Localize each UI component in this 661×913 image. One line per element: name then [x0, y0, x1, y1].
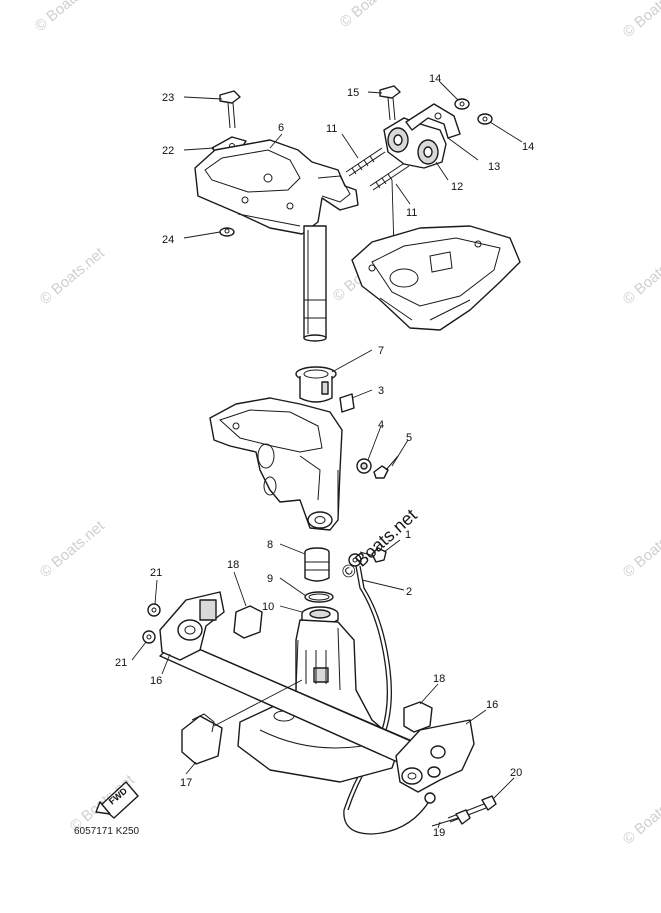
nut-21-lower: [142, 630, 156, 644]
nut-21-upper: [147, 603, 161, 617]
engine-base-housing: [351, 225, 521, 331]
callout-18-right: 18: [433, 673, 445, 685]
bushing-7: [295, 366, 337, 403]
bolt-20: [447, 795, 497, 823]
nut-14-right: [477, 113, 493, 125]
block-17: [181, 713, 223, 765]
mount-12: [383, 117, 447, 169]
clamp-bracket-16-left: [159, 591, 225, 661]
callout-17: 17: [180, 777, 192, 789]
plate-3: [339, 393, 355, 413]
steering-shaft: [303, 225, 327, 342]
watermark: © Boats.net: [32, 0, 104, 35]
callout-21-lower: 21: [115, 657, 127, 669]
callout-group: 23 22 24 6 11 11 15 14 14 13 12 7 3 4 5 …: [115, 73, 534, 839]
nut-24: [219, 227, 235, 237]
center-watermark: © Boats.net: [337, 505, 420, 583]
watermark: © Boats.net: [337, 0, 409, 31]
bolt-23: [219, 90, 241, 129]
pad-18-right: [403, 701, 433, 733]
bolt-15: [379, 85, 401, 121]
swivel-bracket: [209, 397, 343, 531]
watermark: © Boats.net: [37, 244, 109, 308]
callout-10: 10: [262, 601, 274, 613]
callout-11-upper: 11: [326, 123, 337, 135]
fwd-marker: FWD: [95, 781, 139, 819]
callout-2: 2: [406, 586, 412, 598]
bolt-5: [373, 455, 399, 479]
spacer-8: [304, 547, 330, 582]
watermark: © Boats.net: [620, 517, 661, 581]
callout-16-right: 16: [486, 699, 498, 711]
callout-4: 4: [378, 419, 384, 431]
watermark: © Boats.net: [620, 784, 661, 848]
callout-3: 3: [378, 385, 384, 397]
bracket-13: [405, 103, 479, 161]
bolt-19: [431, 809, 471, 827]
grommet-4: [356, 458, 372, 474]
o-ring-9: [304, 591, 334, 603]
watermark: © Boats.net: [620, 244, 661, 308]
pad-18-left: [233, 605, 263, 639]
callout-18-left: 18: [227, 559, 239, 571]
callout-16-left: 16: [150, 675, 162, 687]
callout-14-right: 14: [522, 141, 534, 153]
callout-22: 22: [162, 145, 174, 157]
watermark: © Boats.net: [620, 0, 661, 41]
bolt-1: [359, 547, 387, 563]
callout-24: 24: [162, 234, 174, 246]
leader-lines: [131, 81, 523, 829]
callout-23: 23: [162, 92, 174, 104]
callout-13: 13: [488, 161, 500, 173]
callout-8: 8: [267, 539, 273, 551]
callout-21-upper: 21: [150, 567, 162, 579]
callout-14-upper: 14: [429, 73, 441, 85]
callout-9: 9: [267, 573, 273, 585]
callout-12: 12: [451, 181, 463, 193]
drawing-code: 6057171 K250: [74, 826, 140, 837]
callout-7: 7: [378, 345, 384, 357]
callout-6: 6: [278, 122, 284, 134]
callout-19: 19: [433, 827, 445, 839]
callout-1: 1: [405, 529, 411, 541]
stud-11-upper: [345, 147, 386, 177]
callout-11-lower: 11: [406, 207, 417, 219]
watermark: © Boats.net: [37, 517, 109, 581]
callout-5: 5: [406, 432, 412, 444]
callout-20: 20: [510, 767, 522, 779]
steering-bracket-6: [194, 139, 359, 235]
callout-15: 15: [347, 87, 359, 99]
nut-14-upper: [454, 98, 470, 110]
clamp-bracket-16-right: [395, 719, 475, 793]
